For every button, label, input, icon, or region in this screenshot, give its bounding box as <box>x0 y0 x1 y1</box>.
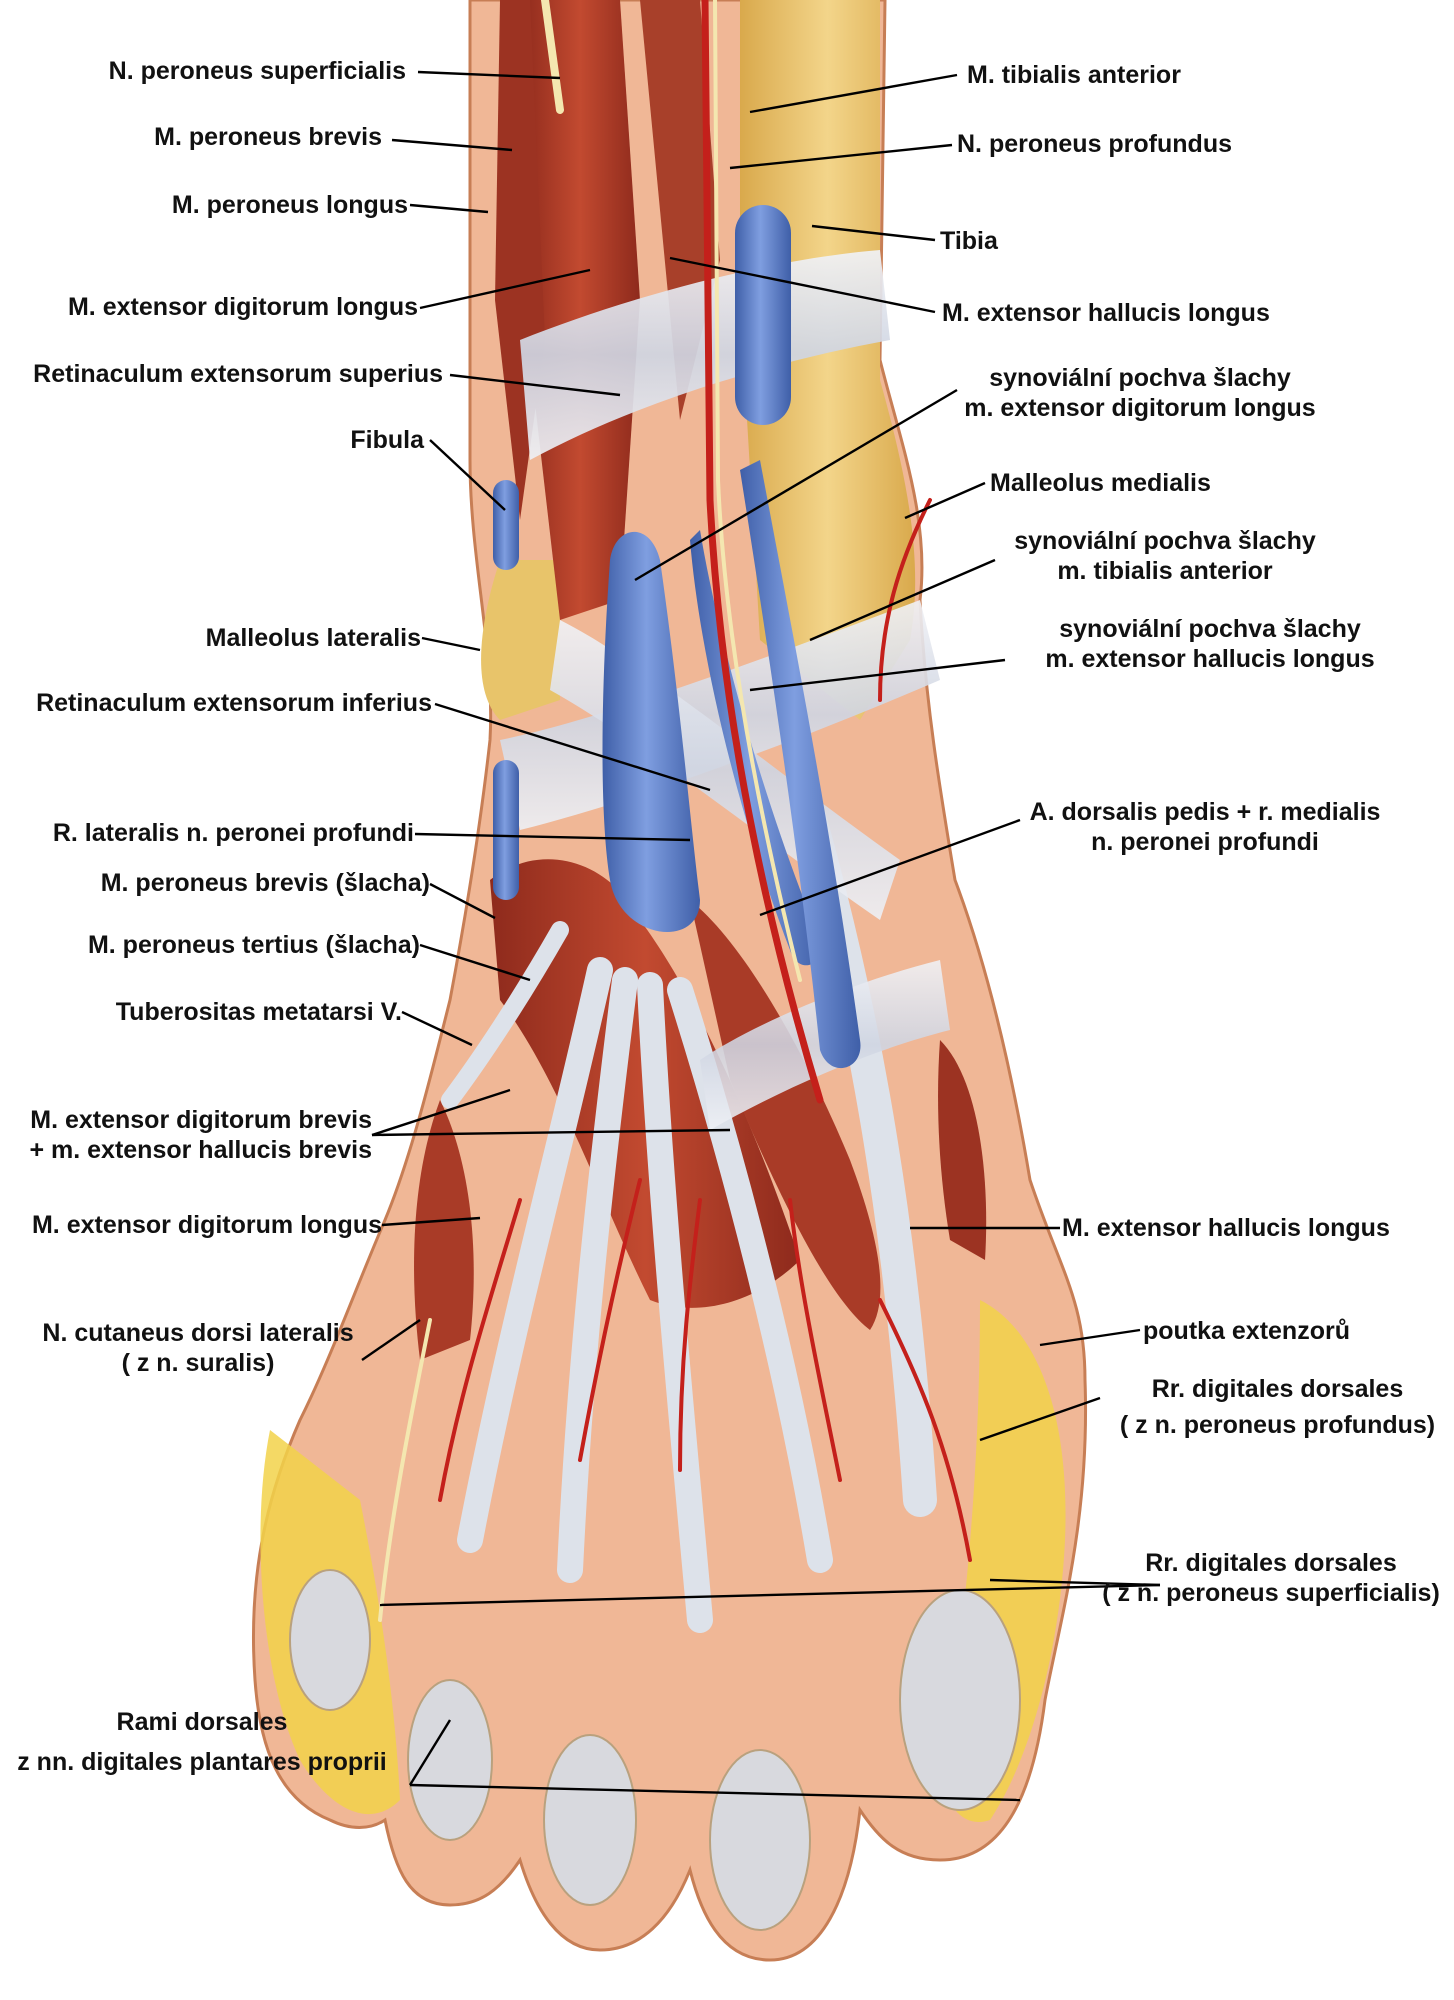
label-m-extensor-digitorum-brevis-line1: M. extensor digitorum brevis <box>30 1106 372 1134</box>
label-malleolus-lateralis: Malleolus lateralis <box>205 624 421 652</box>
label-n-cutaneus-dorsi-lateralis-line2: ( z n. suralis) <box>121 1349 275 1377</box>
label-rr-digitales-dorsales-superficialis: Rr. digitales dorsales ( z n. peroneus s… <box>1092 1548 1450 1608</box>
label-synovialni-pochva-ehl-line2: m. extensor hallucis longus <box>1045 645 1375 673</box>
label-synovialni-pochva-ehl-line1: synoviální pochva šlachy <box>1059 615 1361 643</box>
label-synovialni-pochva-edl-line1: synoviální pochva šlachy <box>989 364 1291 392</box>
label-synovialni-pochva-edl: synoviální pochva šlachy m. extensor dig… <box>945 363 1335 423</box>
label-m-extensor-digitorum-longus-low: M. extensor digitorum longus <box>31 1211 382 1239</box>
label-synovialni-pochva-ehl: synoviální pochva šlachy m. extensor hal… <box>1030 614 1390 674</box>
label-synovialni-pochva-ta-line2: m. tibialis anterior <box>1057 557 1273 585</box>
label-rr-digitales-dorsales-superficialis-line1: Rr. digitales dorsales <box>1145 1549 1397 1577</box>
label-a-dorsalis-pedis-line1: A. dorsalis pedis + r. medialis <box>1029 798 1381 826</box>
toenails <box>289 1569 1021 1931</box>
label-poutka-extenzoru: poutka extenzorů <box>1143 1317 1350 1345</box>
label-malleolus-medialis: Malleolus medialis <box>990 469 1211 497</box>
label-a-dorsalis-pedis-line2: n. peronei profundi <box>1091 828 1319 856</box>
label-n-cutaneus-dorsi-lateralis-line1: N. cutaneus dorsi lateralis <box>42 1319 354 1347</box>
label-rr-digitales-dorsales-profundus-line2: ( z n. peroneus profundus) <box>1119 1411 1436 1439</box>
leader-lines <box>361 70 1161 1802</box>
label-m-peroneus-brevis-slacha: M. peroneus brevis (šlacha) <box>100 869 430 897</box>
label-r-lateralis-n-peronei-profundi: R. lateralis n. peronei profundi <box>52 819 414 847</box>
label-m-peroneus-longus: M. peroneus longus <box>171 191 408 219</box>
label-synovialni-pochva-ta: synoviální pochva šlachy m. tibialis ant… <box>1005 526 1325 586</box>
label-m-extensor-hallucis-longus-top: M. extensor hallucis longus <box>942 299 1270 327</box>
label-rami-dorsales: Rami dorsales z nn. digitales plantares … <box>8 1702 396 1782</box>
label-m-extensor-hallucis-longus-low: M. extensor hallucis longus <box>1062 1214 1390 1242</box>
label-rr-digitales-dorsales-profundus: Rr. digitales dorsales ( z n. peroneus p… <box>1105 1371 1450 1443</box>
label-m-extensor-digitorum-longus-top: M. extensor digitorum longus <box>67 293 418 321</box>
label-m-extensor-digitorum-brevis-line2: + m. extensor hallucis brevis <box>29 1136 372 1164</box>
label-rr-digitales-dorsales-superficialis-line2: ( z n. peroneus superficialis) <box>1102 1579 1440 1607</box>
label-rami-dorsales-line1: Rami dorsales <box>116 1708 288 1736</box>
label-a-dorsalis-pedis: A. dorsalis pedis + r. medialis n. peron… <box>1015 797 1395 857</box>
label-tuberositas-metatarsi-v: Tuberositas metatarsi V. <box>115 998 402 1026</box>
label-m-peroneus-tertius-slacha: M. peroneus tertius (šlacha) <box>87 931 420 959</box>
label-rami-dorsales-line2: z nn. digitales plantares proprii <box>17 1748 387 1776</box>
label-retinaculum-extensorum-superius: Retinaculum extensorum superius <box>33 360 443 388</box>
label-retinaculum-extensorum-inferius: Retinaculum extensorum inferius <box>36 689 432 717</box>
label-tibia: Tibia <box>940 227 998 255</box>
label-rr-digitales-dorsales-profundus-line1: Rr. digitales dorsales <box>1151 1375 1404 1403</box>
label-fibula: Fibula <box>350 426 424 454</box>
label-n-cutaneus-dorsi-lateralis: N. cutaneus dorsi lateralis ( z n. sural… <box>28 1318 368 1378</box>
synovial-sheaths <box>493 205 861 1069</box>
label-m-peroneus-brevis: M. peroneus brevis <box>154 123 382 151</box>
tibia-bone <box>481 0 916 720</box>
label-m-extensor-digitorum-brevis: M. extensor digitorum brevis + m. extens… <box>29 1105 372 1165</box>
arteries <box>438 0 972 1562</box>
label-n-peroneus-profundus: N. peroneus profundus <box>957 130 1232 158</box>
label-m-tibialis-anterior: M. tibialis anterior <box>967 61 1181 89</box>
label-n-peroneus-superficialis: N. peroneus superficialis <box>108 57 406 85</box>
label-synovialni-pochva-edl-line2: m. extensor digitorum longus <box>964 394 1316 422</box>
label-synovialni-pochva-ta-line1: synoviální pochva šlachy <box>1014 527 1316 555</box>
